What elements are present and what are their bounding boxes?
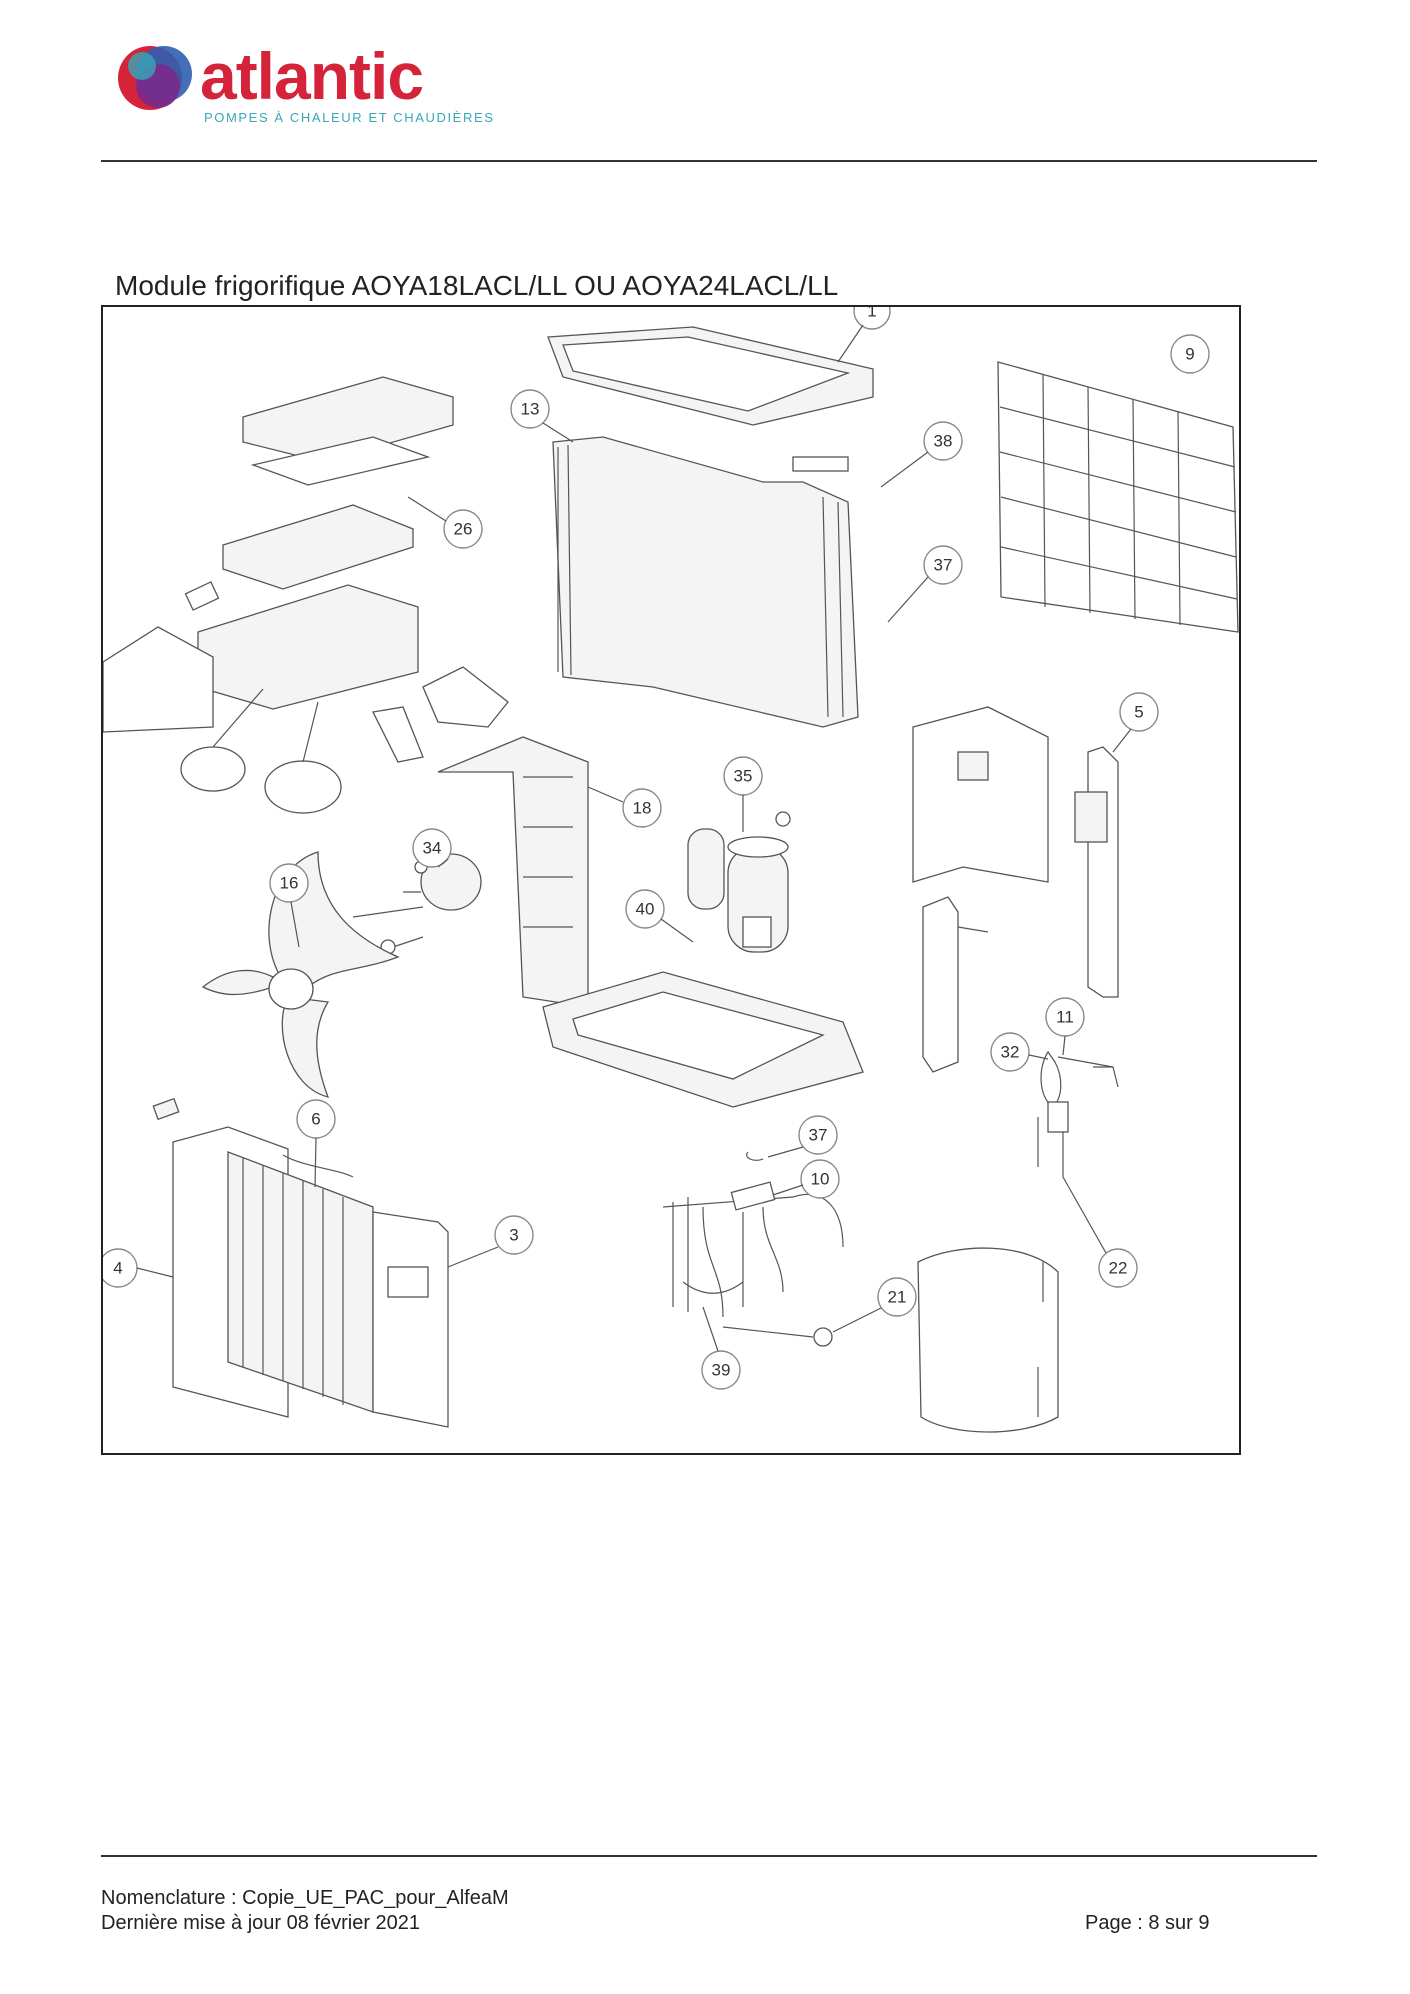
fan-motor-part xyxy=(352,853,482,955)
callout-37-top: 37 xyxy=(923,545,963,585)
logo-mark-icon xyxy=(118,46,192,110)
svg-text:26: 26 xyxy=(454,520,473,539)
diagram-title: Module frigorifique AOYA18LACL/LL OU AOY… xyxy=(115,270,839,301)
svg-text:21: 21 xyxy=(888,1288,907,1307)
svg-text:5: 5 xyxy=(1134,703,1143,722)
callout-40: 40 xyxy=(625,889,665,929)
heat-exchanger-part xyxy=(552,436,859,728)
callout-1: 1 xyxy=(853,307,891,330)
brand-name: atlantic xyxy=(200,39,424,113)
svg-text:11: 11 xyxy=(1056,1008,1074,1027)
last-updated-text: Dernière mise à jour 08 février 2021 xyxy=(101,1912,421,1934)
svg-text:40: 40 xyxy=(636,900,655,919)
callout-3: 3 xyxy=(494,1215,534,1255)
callout-11: 11 xyxy=(1045,997,1085,1037)
svg-text:22: 22 xyxy=(1109,1259,1128,1278)
callout-22: 22 xyxy=(1098,1248,1138,1288)
callout-13: 13 xyxy=(510,389,550,429)
svg-text:18: 18 xyxy=(633,799,652,818)
nomenclature-text: Nomenclature : Copie_UE_PAC_pour_AlfeaM xyxy=(101,1887,509,1909)
callout-35: 35 xyxy=(723,756,763,796)
svg-text:32: 32 xyxy=(1001,1043,1020,1062)
callout-39: 39 xyxy=(701,1350,741,1390)
svg-text:13: 13 xyxy=(521,400,540,419)
refrigerant-piping-part xyxy=(662,1151,844,1347)
svg-text:37: 37 xyxy=(934,556,953,575)
compressor-part xyxy=(687,811,791,953)
control-panel-bracket-part xyxy=(1074,746,1119,998)
compressor-jacket-part xyxy=(917,1247,1059,1433)
footer-divider xyxy=(101,1855,1317,1857)
footer-info: Nomenclature : Copie_UE_PAC_pour_AlfeaM … xyxy=(101,1886,509,1936)
svg-text:39: 39 xyxy=(712,1361,731,1380)
exploded-diagram: 1 9 13 38 26 37 5 35 18 34 16 40 11 32 6… xyxy=(101,305,1241,1455)
callout-21: 21 xyxy=(877,1277,917,1317)
svg-text:1: 1 xyxy=(867,307,876,321)
svg-text:10: 10 xyxy=(811,1170,830,1189)
page-number: Page : 8 sur 9 xyxy=(1085,1912,1210,1934)
callout-34: 34 xyxy=(412,828,452,868)
callout-38: 38 xyxy=(923,421,963,461)
callout-5: 5 xyxy=(1119,692,1159,732)
svg-text:35: 35 xyxy=(734,767,753,786)
right-side-panel-part xyxy=(912,706,1049,883)
callout-6: 6 xyxy=(296,1099,336,1139)
brand-logo: atlantic POMPES À CHALEUR ET CHAUDIÈRES xyxy=(112,36,495,132)
valve-support-part xyxy=(922,896,989,1073)
callout-37-bottom: 37 xyxy=(798,1115,838,1155)
control-box-part xyxy=(103,376,509,814)
svg-text:38: 38 xyxy=(934,432,953,451)
callout-10: 10 xyxy=(800,1159,840,1199)
base-plate-part xyxy=(542,971,864,1108)
svg-text:3: 3 xyxy=(509,1226,518,1245)
svg-text:6: 6 xyxy=(311,1110,320,1129)
svg-text:37: 37 xyxy=(809,1126,828,1145)
callout-16: 16 xyxy=(269,863,309,903)
four-way-valve-part xyxy=(1037,1050,1119,1177)
callout-9: 9 xyxy=(1170,334,1210,374)
callout-26: 26 xyxy=(443,509,483,549)
callout-32: 32 xyxy=(990,1032,1030,1072)
rear-grille-part xyxy=(997,361,1239,633)
exploded-view-drawing: 1 9 13 38 26 37 5 35 18 34 16 40 11 32 6… xyxy=(103,307,1239,1433)
svg-text:9: 9 xyxy=(1185,345,1194,364)
top-cover-part xyxy=(547,326,874,426)
header-divider xyxy=(101,160,1317,162)
brand-tagline: POMPES À CHALEUR ET CHAUDIÈRES xyxy=(204,110,495,125)
svg-text:34: 34 xyxy=(423,839,442,858)
callout-18: 18 xyxy=(622,788,662,828)
svg-text:4: 4 xyxy=(113,1259,122,1278)
front-panel-part xyxy=(152,1097,449,1428)
svg-text:16: 16 xyxy=(280,874,299,893)
callout-4: 4 xyxy=(103,1248,138,1288)
